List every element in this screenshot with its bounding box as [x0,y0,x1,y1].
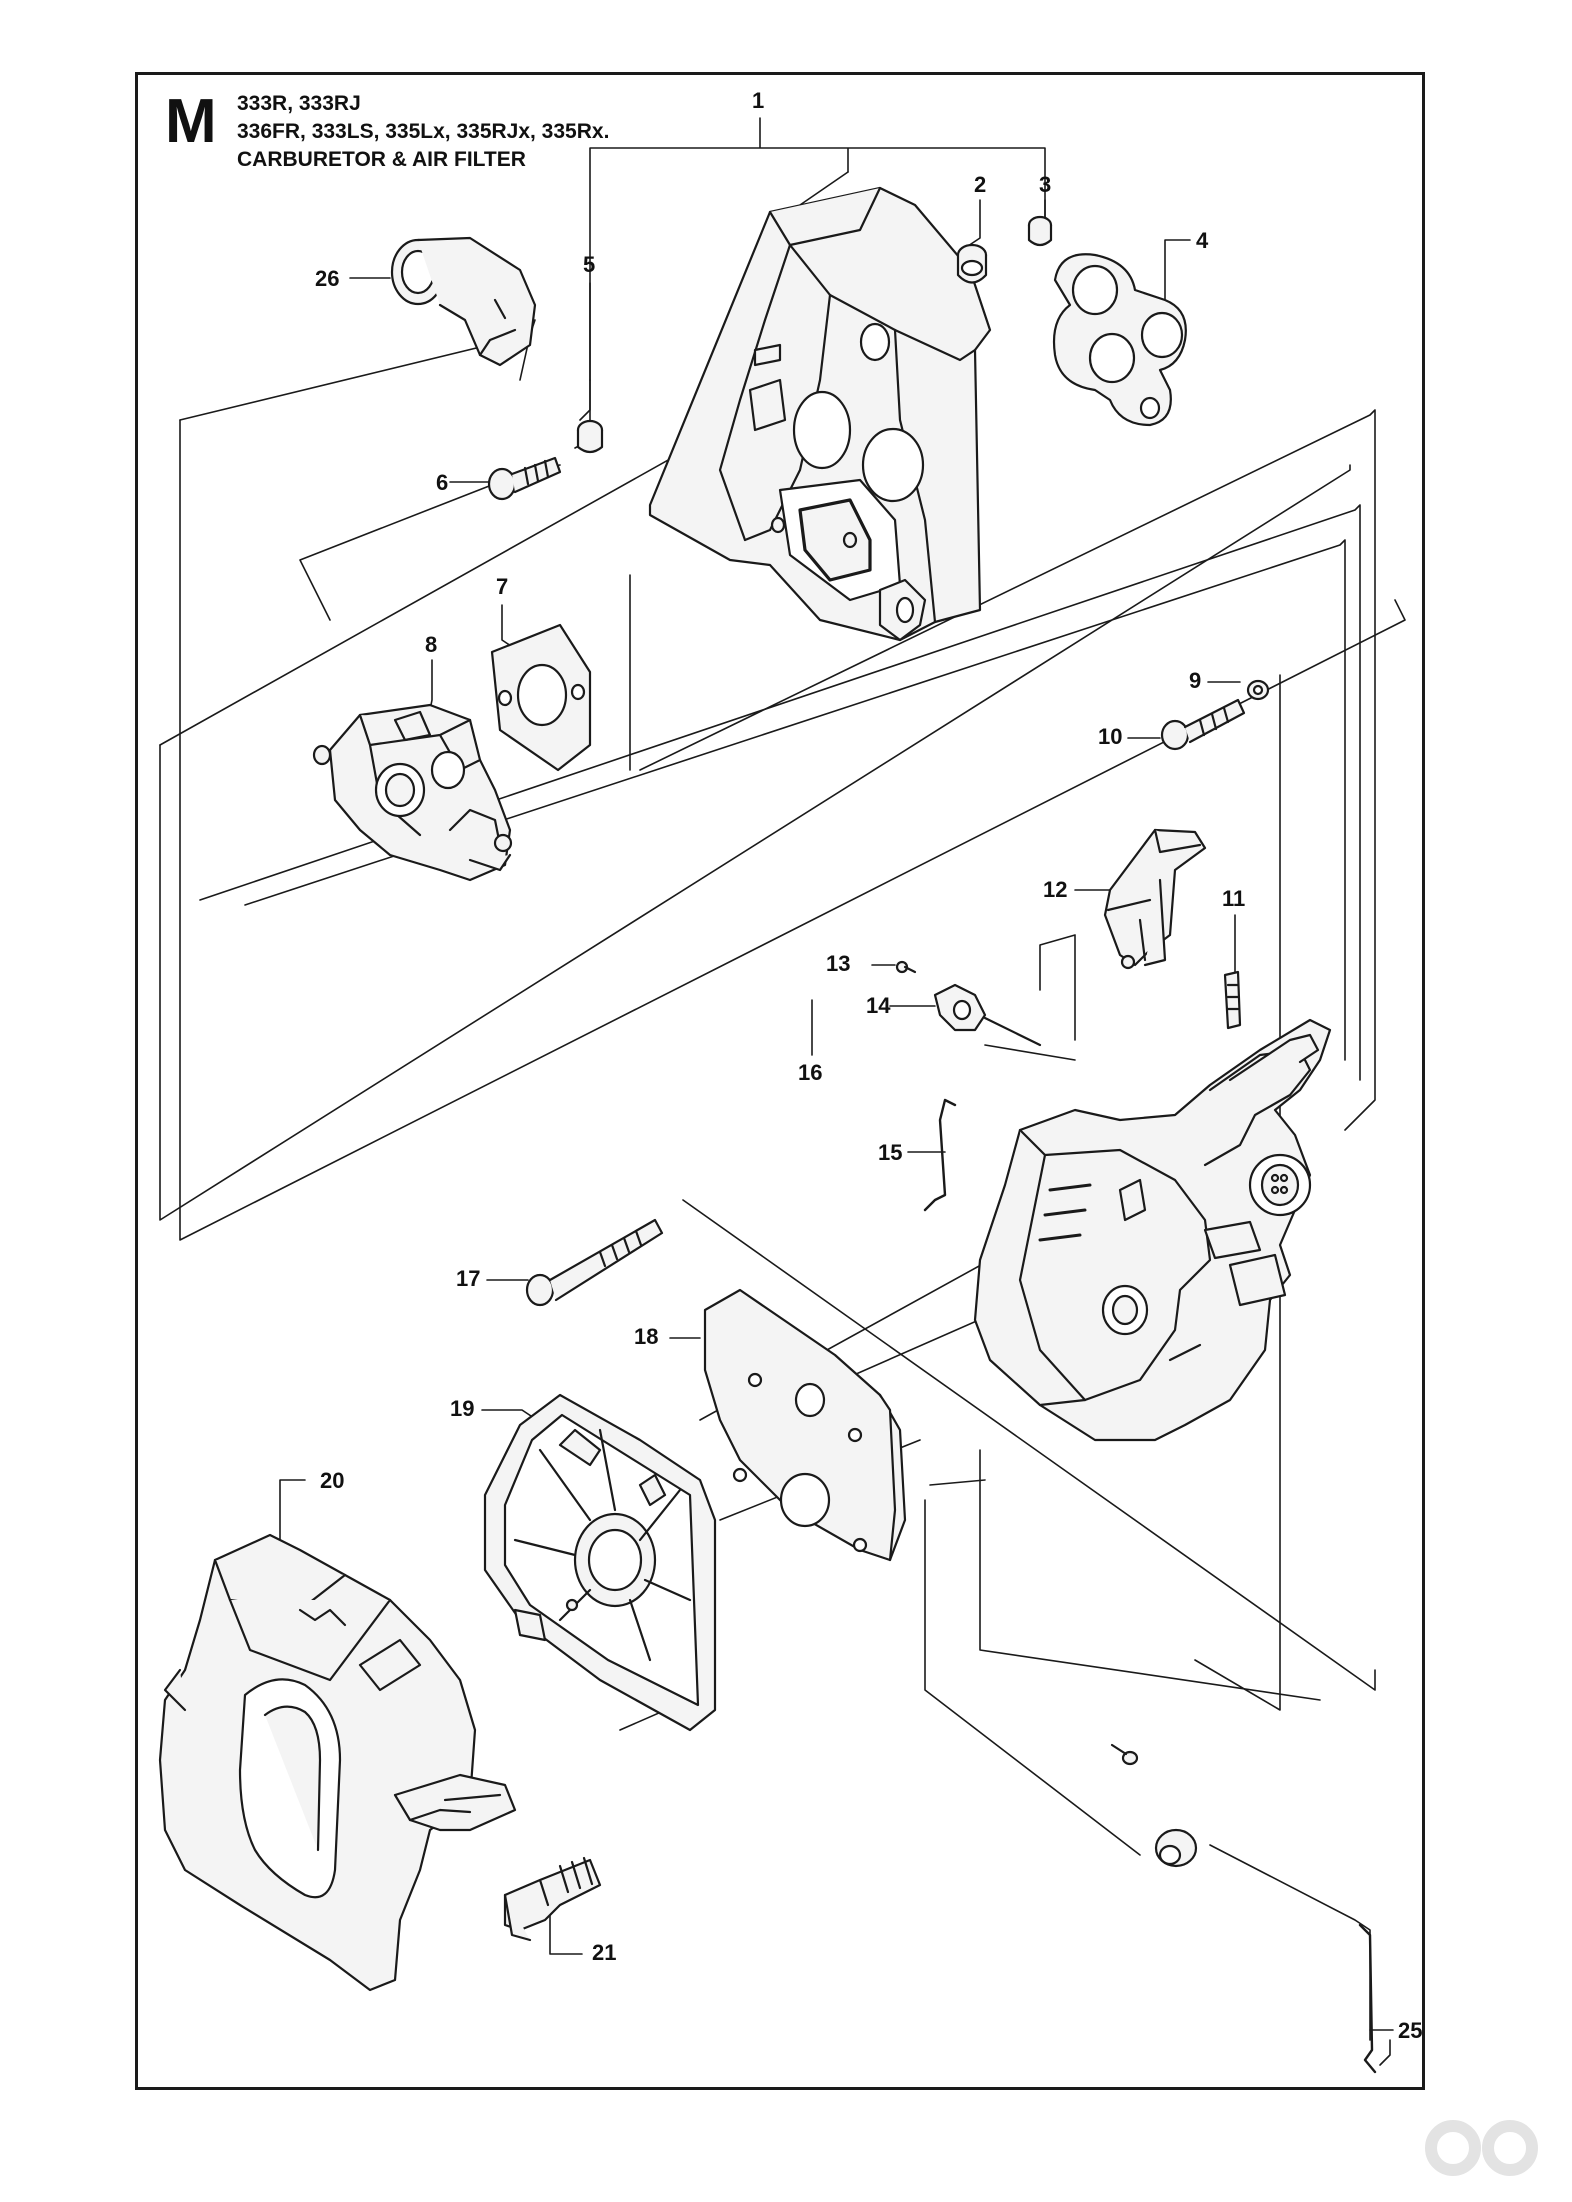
models-line-2: 336FR, 333LS, 335Lx, 335RJx, 335Rx. [237,120,610,143]
part-13-screw [895,960,917,974]
part-4-intake-plate [1052,253,1187,427]
callout-15: 15 [878,1140,903,1165]
callout-26: 26 [315,266,340,291]
callout-10: 10 [1098,724,1123,749]
part-21-clip [503,1856,602,1942]
part-10-screw [1160,698,1246,751]
part-3-bushing [1027,215,1053,247]
part-25-rod [1358,1923,1377,2074]
part-2-bushing [956,243,988,284]
part-7-gasket [490,623,592,772]
part-20-filter-cover [158,1533,517,1992]
callout-14: 14 [866,993,891,1018]
part-8-carburetor [312,703,513,882]
callout-2: 2 [974,172,987,197]
callout-1: 1 [752,88,765,113]
watermark-logo [1425,2120,1538,2176]
callout-18: 18 [634,1324,659,1349]
callout-16: 16 [798,1060,823,1085]
part-6-screw [487,456,562,501]
part-12-choke-lever [1103,828,1207,970]
callout-25: 25 [1398,2018,1423,2043]
callout-21: 21 [592,1940,617,1965]
part-18-foam-filter [703,1288,907,1562]
part-26-intake-elbow [390,236,537,367]
section-letter: M [165,87,217,156]
callout-3: 3 [1039,172,1052,197]
callout-9: 9 [1189,668,1202,693]
small-screw-part [1110,1743,1139,1766]
part-1-bracket [648,186,992,642]
part-9-washer [1246,679,1270,701]
part-5-spacer [576,419,604,454]
callout-17: 17 [456,1266,481,1291]
callout-19: 19 [450,1396,475,1421]
callout-12: 12 [1043,877,1068,902]
part-16-filter-housing [973,1018,1332,1442]
diagram-frame [135,72,1425,2090]
grommet-part [1154,1828,1198,1868]
callout-8: 8 [425,632,438,657]
callout-11: 11 [1222,886,1246,911]
callout-20: 20 [320,1468,345,1493]
part-19-filter-frame [483,1393,717,1732]
callout-6: 6 [436,470,449,495]
part-15-rod [923,1098,957,1212]
callout-4: 4 [1196,228,1209,253]
callout-7: 7 [496,574,509,599]
callout-5: 5 [583,252,596,277]
part-17-bolt [525,1218,664,1307]
part-11-spring [1223,970,1242,1030]
models-line-1: 333R, 333RJ [237,92,361,115]
diagram-title: CARBURETOR & AIR FILTER [237,148,526,171]
callout-13: 13 [826,951,851,976]
part-14-throttle-link [933,983,1042,1047]
